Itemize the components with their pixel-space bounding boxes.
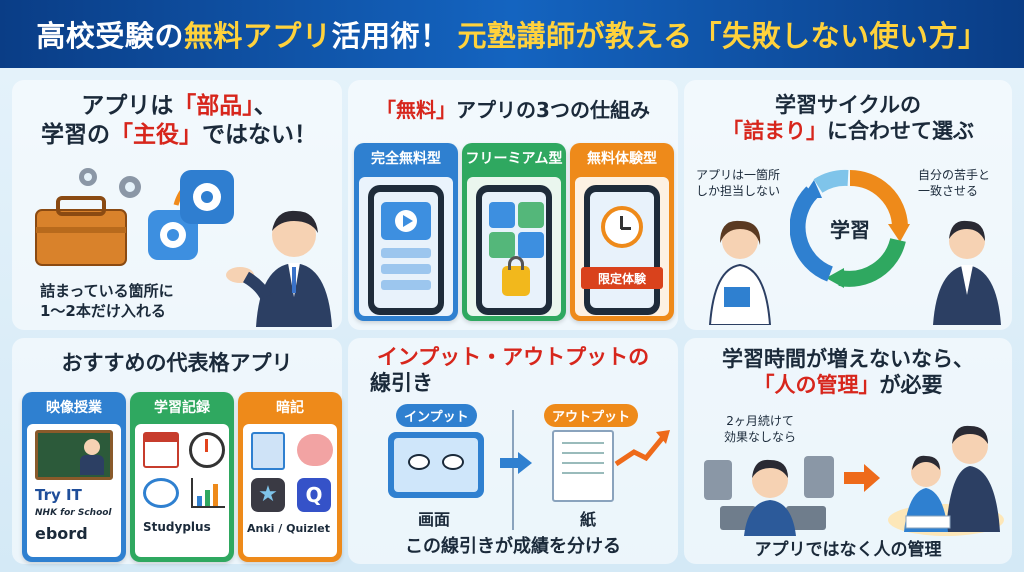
card-label: 完全無料型 bbox=[371, 151, 441, 167]
arrow-right-icon bbox=[500, 458, 518, 468]
card-label: 映像授業 bbox=[46, 400, 102, 416]
trend-up-icon bbox=[614, 430, 670, 467]
gear-icon bbox=[79, 168, 141, 198]
cycle-center-label: 学習 bbox=[830, 218, 870, 242]
tutor-and-student-illustration bbox=[888, 425, 1004, 536]
card-study-log: 学習記録 Studyplus bbox=[130, 392, 234, 562]
card-memorization: 暗記 ★ Q Anki / Quizlet bbox=[238, 392, 342, 562]
sec6-title: 学習時間が増えないなら、 「人の管理」が必要 bbox=[722, 347, 974, 398]
label-paper: 紙 bbox=[579, 510, 596, 529]
phone-icon bbox=[476, 185, 552, 315]
teacher-avatar-2 bbox=[933, 220, 1001, 325]
stopwatch-icon bbox=[189, 432, 225, 468]
quizlet-q-icon: Q bbox=[297, 478, 331, 512]
label-screen: 画面 bbox=[417, 510, 450, 529]
banner-highlight-1: 無料アプリ bbox=[183, 19, 332, 53]
anki-star-icon: ★ bbox=[251, 478, 285, 512]
banner-highlight-2: 元塾講師が教える「失敗しない使い方」 bbox=[457, 19, 988, 53]
sec1-note: 詰まっている箇所に 1〜2本だけ入れる bbox=[40, 282, 174, 320]
sec3-title: 学習サイクルの 「詰まり」に合わせて選ぶ bbox=[722, 93, 974, 144]
cycle-arrows-icon bbox=[790, 169, 910, 288]
divider bbox=[512, 410, 514, 530]
blackboard-icon bbox=[35, 430, 113, 480]
tryit-logo: Try IT bbox=[35, 486, 82, 504]
sec3-left-note: アプリは一箇所 しか担当しない bbox=[696, 168, 781, 198]
student-avatar bbox=[708, 220, 772, 325]
eye-icon-left bbox=[408, 454, 430, 470]
paper-icon bbox=[552, 430, 614, 502]
card-free-trial: 無料体験型 限定体験 bbox=[570, 143, 674, 321]
lock-icon bbox=[502, 256, 530, 296]
flashcards-icon bbox=[251, 432, 285, 470]
eboard-logo: ebord bbox=[35, 524, 88, 543]
arrow-right-icon-2 bbox=[844, 472, 864, 484]
card-label: 学習記録 bbox=[154, 400, 210, 416]
nhk-logo: NHK for School bbox=[35, 508, 112, 518]
sec3-right-note: 自分の苦手と 一致させる bbox=[918, 168, 991, 198]
sec2-title: 「無料」アプリの3つの仕組み bbox=[376, 98, 650, 122]
card-label: フリーミアム型 bbox=[465, 151, 563, 167]
card-fully-free: 完全無料型 bbox=[354, 143, 458, 321]
overwhelmed-student-illustration bbox=[704, 456, 834, 536]
clock-icon bbox=[601, 206, 643, 248]
anki-quizlet-label: Anki / Quizlet bbox=[247, 522, 330, 535]
calendar-icon bbox=[143, 432, 179, 468]
studyplus-logo: Studyplus bbox=[143, 520, 211, 534]
timer-icon bbox=[143, 478, 179, 508]
eye-icon-right bbox=[442, 454, 464, 470]
card-label: 無料体験型 bbox=[587, 151, 657, 167]
limited-badge: 限定体験 bbox=[581, 267, 663, 289]
tablet-icon bbox=[388, 432, 484, 498]
card-label: 暗記 bbox=[276, 400, 304, 416]
banner-text-1: 高校受験の bbox=[36, 19, 184, 53]
brain-icon bbox=[297, 434, 333, 466]
card-freemium: フリーミアム型 bbox=[462, 143, 566, 321]
tag-output: アウトプット bbox=[544, 404, 639, 427]
tag-input: インプット bbox=[396, 404, 477, 427]
sec1-title: アプリは「部品」、 学習の「主役」ではない！ bbox=[41, 93, 317, 148]
phone-icon bbox=[584, 185, 660, 315]
banner-text-2: 活用術！ bbox=[331, 19, 450, 53]
toolbox-icon bbox=[35, 196, 127, 266]
sec5-title: インプット・アウトプットの 線引き bbox=[370, 345, 650, 396]
sec6-bubble: 2ヶ月続けて 効果なしなら bbox=[724, 414, 797, 444]
sec4-title: おすすめの代表格アプリ bbox=[61, 351, 293, 375]
app-icon-gear bbox=[180, 170, 234, 224]
sec5-caption: この線引きが成績を分ける bbox=[405, 536, 621, 557]
banner-title: 高校受験の無料アプリ活用術！元塾講師が教える「失敗しない使い方」 bbox=[0, 0, 1024, 68]
video-icon bbox=[381, 202, 431, 240]
teacher-avatar bbox=[226, 210, 332, 327]
chart-icon bbox=[191, 478, 225, 508]
card-video-lessons: 映像授業 Try IT NHK for School ebord bbox=[22, 392, 126, 562]
phone-icon bbox=[368, 185, 444, 315]
sec6-caption: アプリではなく人の管理 bbox=[754, 540, 942, 560]
